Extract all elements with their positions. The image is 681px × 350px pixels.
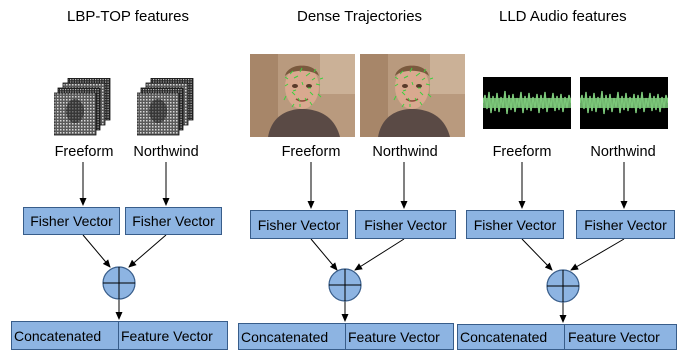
concatenated-feature-vector-box: Concatenated Feature Vector	[238, 323, 454, 350]
face-trajectory-frame-icon	[250, 54, 355, 137]
output-label-concatenated: Concatenated	[241, 328, 329, 345]
concatenated-feature-vector-box: Concatenated Feature Vector	[11, 321, 228, 350]
fisher-vector-box: Fisher Vector	[250, 210, 348, 239]
lbp-frame-stack-icon	[54, 78, 111, 136]
group-title-dense-trajectories: Dense Trajectories	[297, 8, 423, 25]
fisher-vector-box: Fisher Vector	[466, 210, 564, 239]
output-label-feature-vector: Feature Vector	[121, 327, 213, 344]
circled-plus-icon	[546, 269, 580, 303]
box-divider	[564, 325, 565, 349]
input-label-freeform: Freeform	[492, 144, 552, 160]
output-label-concatenated: Concatenated	[14, 327, 102, 344]
lbp-frame-stack-icon	[137, 78, 194, 136]
audio-waveform-icon	[580, 77, 668, 129]
input-label-northwind: Northwind	[133, 144, 199, 160]
box-divider	[345, 324, 346, 349]
fisher-vector-box: Fisher Vector	[23, 207, 120, 235]
face-trajectory-frame-icon	[360, 54, 465, 137]
group-title-lld-audio: LLD Audio features	[499, 8, 627, 25]
concatenated-feature-vector-box: Concatenated Feature Vector	[457, 324, 677, 350]
input-label-northwind: Northwind	[590, 144, 656, 160]
output-label-feature-vector: Feature Vector	[568, 329, 660, 345]
fisher-vector-box: Fisher Vector	[125, 207, 222, 235]
circled-plus-icon	[102, 266, 136, 300]
input-label-freeform: Freeform	[54, 144, 114, 160]
input-label-northwind: Northwind	[372, 144, 438, 160]
group-title-lbp-top: LBP-TOP features	[67, 8, 190, 25]
fisher-vector-box: Fisher Vector	[576, 210, 675, 239]
circled-plus-icon	[328, 268, 362, 302]
output-label-concatenated: Concatenated	[460, 329, 548, 345]
input-label-freeform: Freeform	[281, 144, 341, 160]
audio-waveform-icon	[483, 77, 571, 129]
box-divider	[118, 322, 119, 349]
fisher-vector-box: Fisher Vector	[355, 210, 456, 239]
output-label-feature-vector: Feature Vector	[348, 328, 440, 345]
